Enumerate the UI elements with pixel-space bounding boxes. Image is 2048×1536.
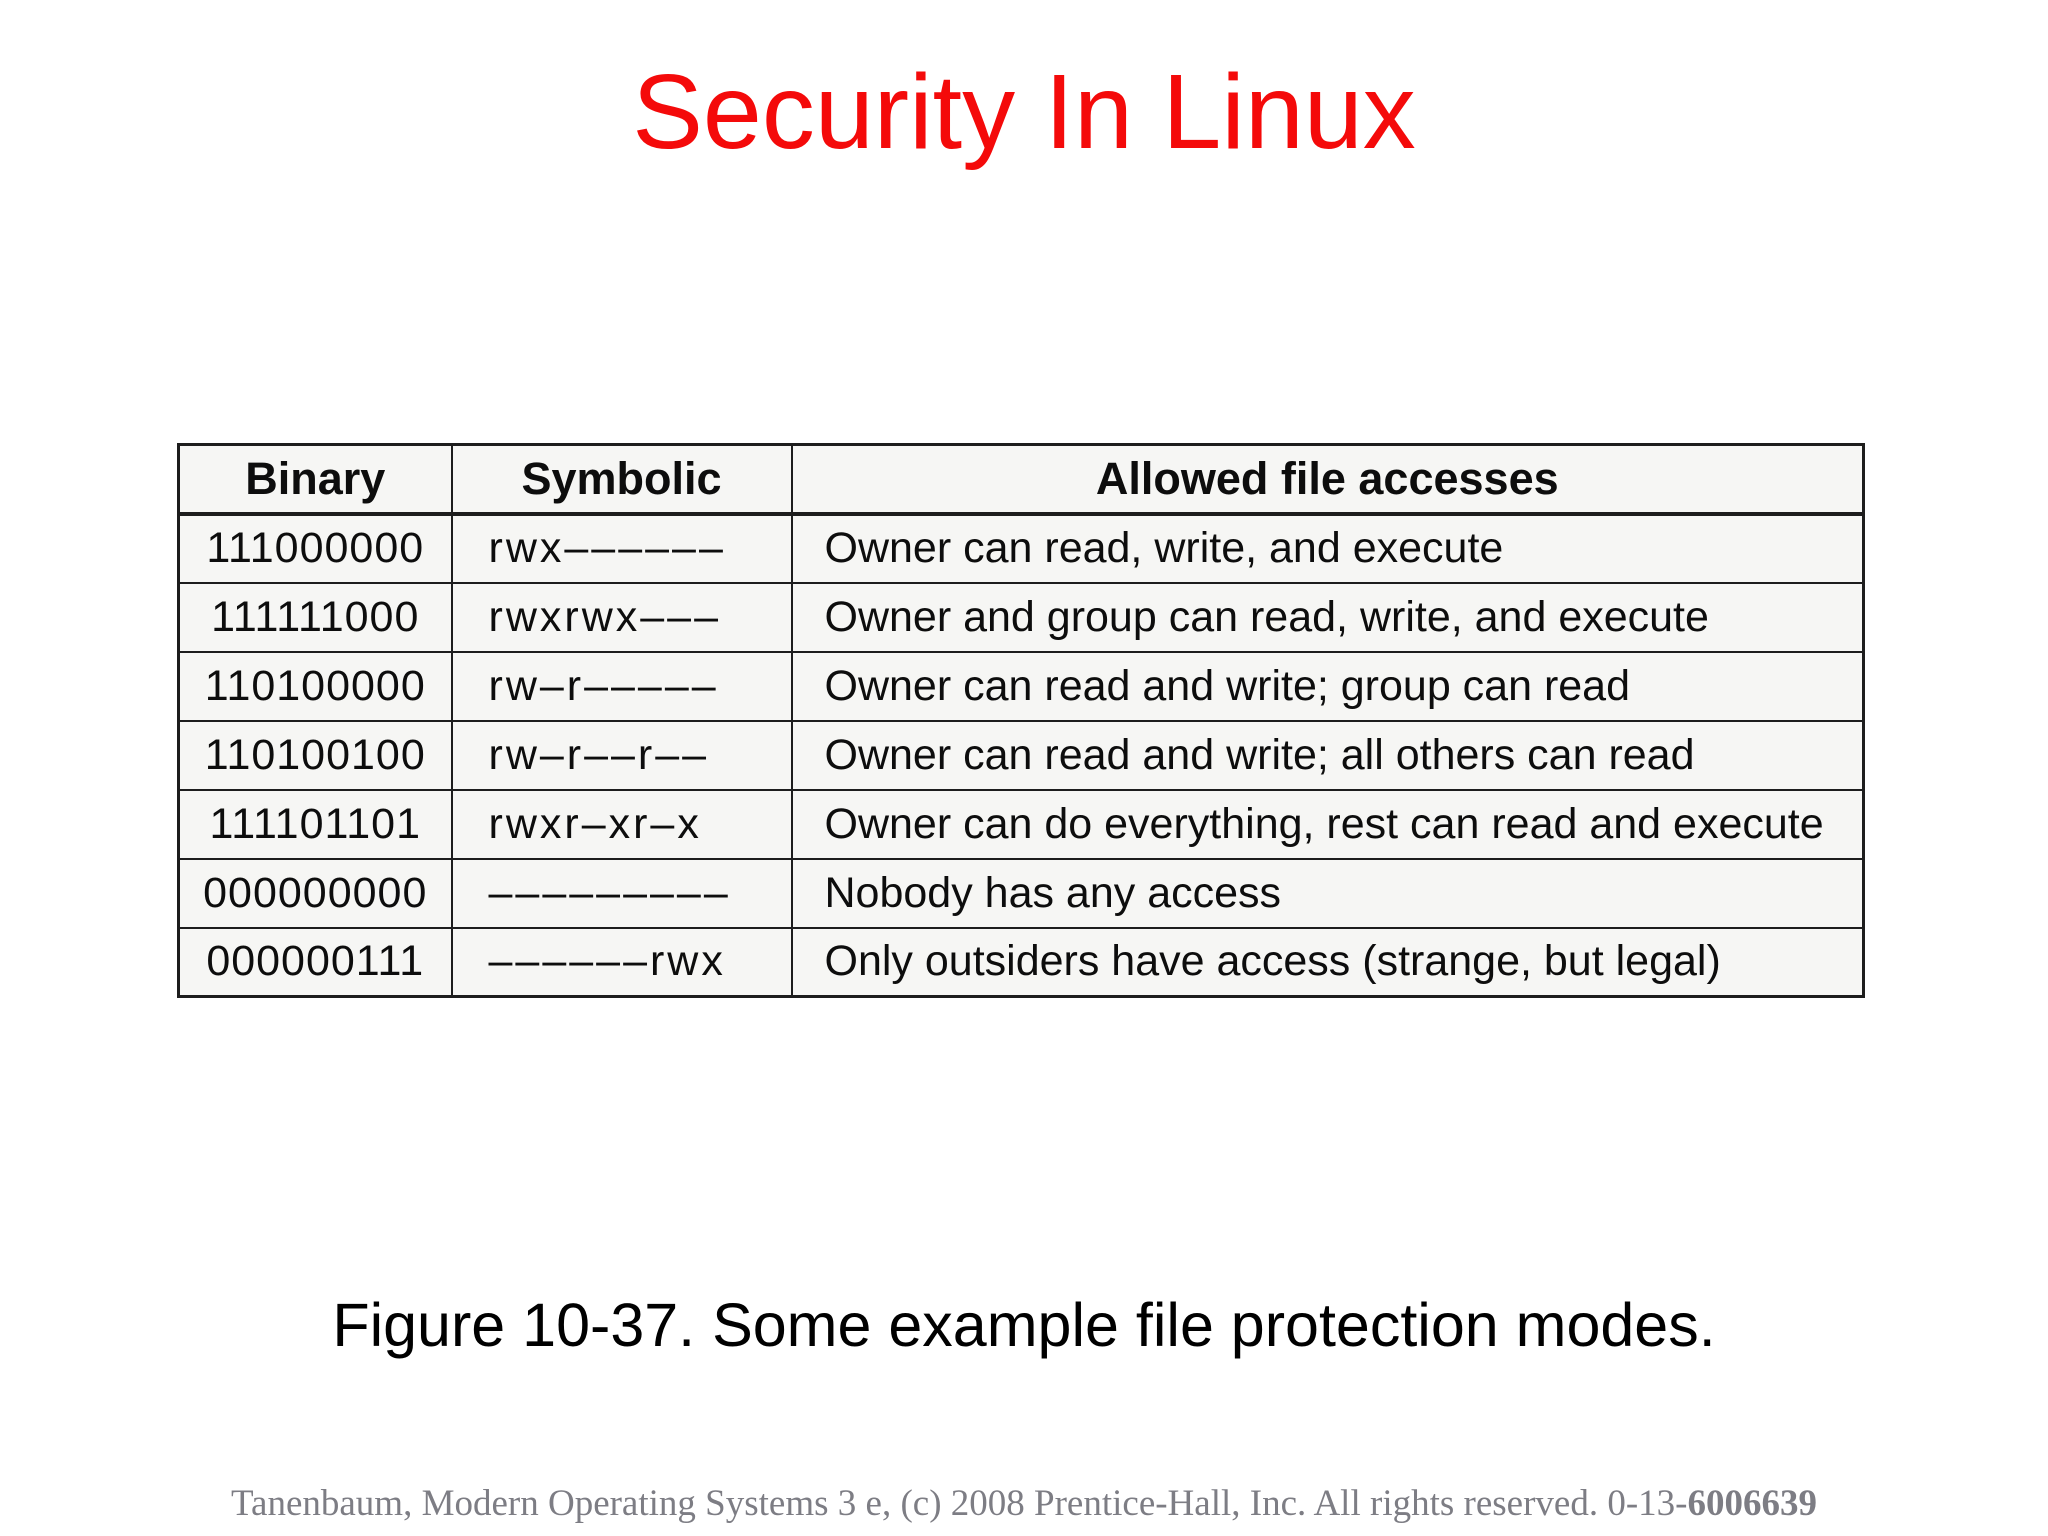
column-header-binary: Binary <box>177 443 453 516</box>
access-cell: Owner and group can read, write, and exe… <box>790 581 1865 653</box>
symbolic-cell: rwxr–xr–x <box>450 788 793 860</box>
table-row: 000000000 ––––––––– Nobody has any acces… <box>177 857 1865 929</box>
page-title: Security In Linux <box>632 53 1416 171</box>
table-row: 000000111 ––––––rwx Only outsiders have … <box>177 926 1865 998</box>
table-header-row: Binary Symbolic Allowed file accesses <box>177 443 1865 516</box>
table-row: 111000000 rwx–––––– Owner can read, writ… <box>177 512 1865 584</box>
file-protection-modes-table: Binary Symbolic Allowed file accesses 11… <box>177 443 1865 998</box>
access-cell: Owner can read and write; group can read <box>790 650 1865 722</box>
copyright-footer: Tanenbaum, Modern Operating Systems 3 e,… <box>0 1482 2048 1525</box>
table-row: 111101101 rwxr–xr–x Owner can do everyth… <box>177 788 1865 860</box>
table-row: 111111000 rwxrwx––– Owner and group can … <box>177 581 1865 653</box>
symbolic-cell: ––––––––– <box>450 857 793 929</box>
table-row: 110100100 rw–r––r–– Owner can read and w… <box>177 719 1865 791</box>
binary-cell: 000000111 <box>177 926 453 998</box>
table-row: 110100000 rw–r––––– Owner can read and w… <box>177 650 1865 722</box>
access-cell: Only outsiders have access (strange, but… <box>790 926 1865 998</box>
binary-cell: 110100100 <box>177 719 453 791</box>
symbolic-cell: rwx–––––– <box>450 512 793 584</box>
symbolic-cell: rw–r––––– <box>450 650 793 722</box>
symbolic-cell: ––––––rwx <box>450 926 793 998</box>
copyright-text: Tanenbaum, Modern Operating Systems 3 e,… <box>231 1483 1688 1524</box>
access-cell: Owner can read, write, and execute <box>790 512 1865 584</box>
access-cell: Nobody has any access <box>790 857 1865 929</box>
column-header-allowed-file-accesses: Allowed file accesses <box>790 443 1865 516</box>
access-cell: Owner can read and write; all others can… <box>790 719 1865 791</box>
symbolic-cell: rw–r––r–– <box>450 719 793 791</box>
binary-cell: 111101101 <box>177 788 453 860</box>
binary-cell: 111000000 <box>177 512 453 584</box>
column-header-symbolic: Symbolic <box>450 443 793 516</box>
binary-cell: 111111000 <box>177 581 453 653</box>
isbn-code: 6006639 <box>1687 1483 1817 1524</box>
symbolic-cell: rwxrwx––– <box>450 581 793 653</box>
access-cell: Owner can do everything, rest can read a… <box>790 788 1865 860</box>
binary-cell: 000000000 <box>177 857 453 929</box>
figure-caption: Figure 10-37. Some example file protecti… <box>332 1291 1716 1359</box>
binary-cell: 110100000 <box>177 650 453 722</box>
